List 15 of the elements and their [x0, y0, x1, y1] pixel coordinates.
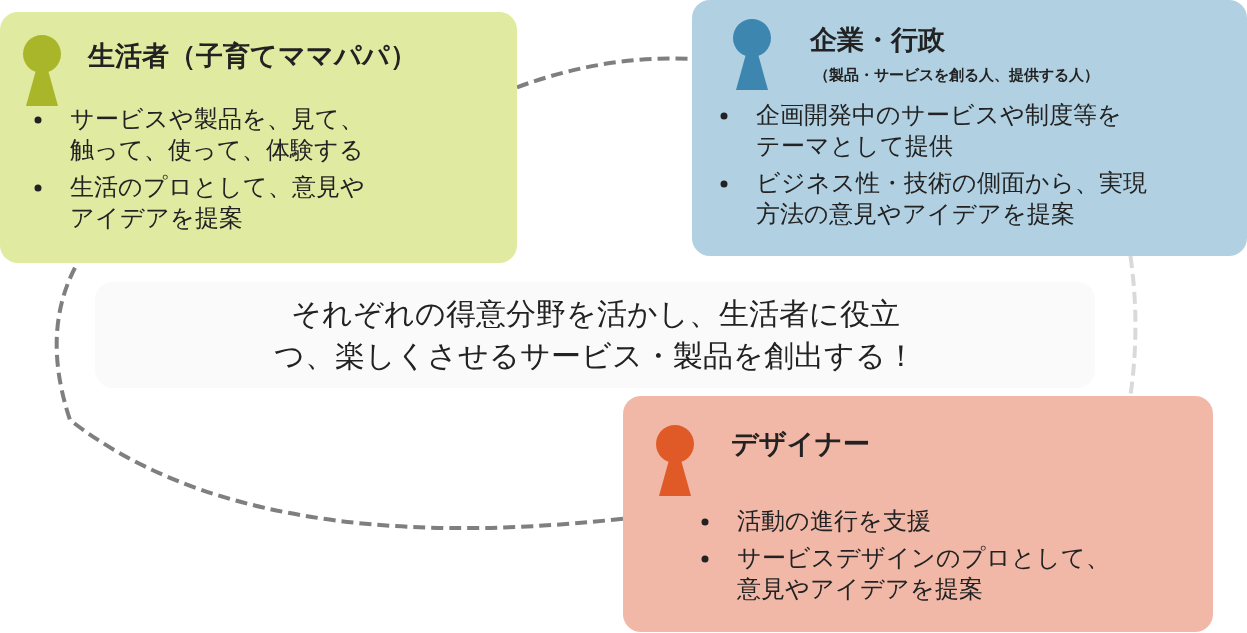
card-subheading: （製品・サービスを創る人、提供する人） — [814, 66, 1099, 85]
role-card — [623, 396, 1213, 632]
bullet-text: 生活のプロとして、意見やアイデアを提案 — [70, 172, 366, 234]
bullet-text: ビジネス性・技術の側面から、実現方法の意見やアイデアを提案 — [756, 168, 1148, 230]
bullet-text: 企画開発中のサービスや制度等をテーマとして提供 — [756, 100, 1123, 162]
bullet-text: サービスデザインのプロとして、意見やアイデアを提案 — [737, 543, 1111, 605]
card-heading: デザイナー — [731, 427, 870, 461]
card-heading: 生活者（子育てママパパ） — [88, 39, 417, 73]
slogan-text: それぞれの得意分野を活かし、生活者に役立つ、楽しくさせるサービス・製品を創出する！ — [273, 295, 917, 375]
role-card — [692, 0, 1247, 256]
card-heading: 企業・行政 — [810, 23, 945, 57]
bullet-text: 活動の進行を支援 — [737, 506, 932, 537]
dashed-connector — [1128, 255, 1138, 397]
bullet-text: サービスや製品を、見て、触って、使って、体験する — [70, 104, 365, 166]
role-card — [0, 12, 517, 263]
